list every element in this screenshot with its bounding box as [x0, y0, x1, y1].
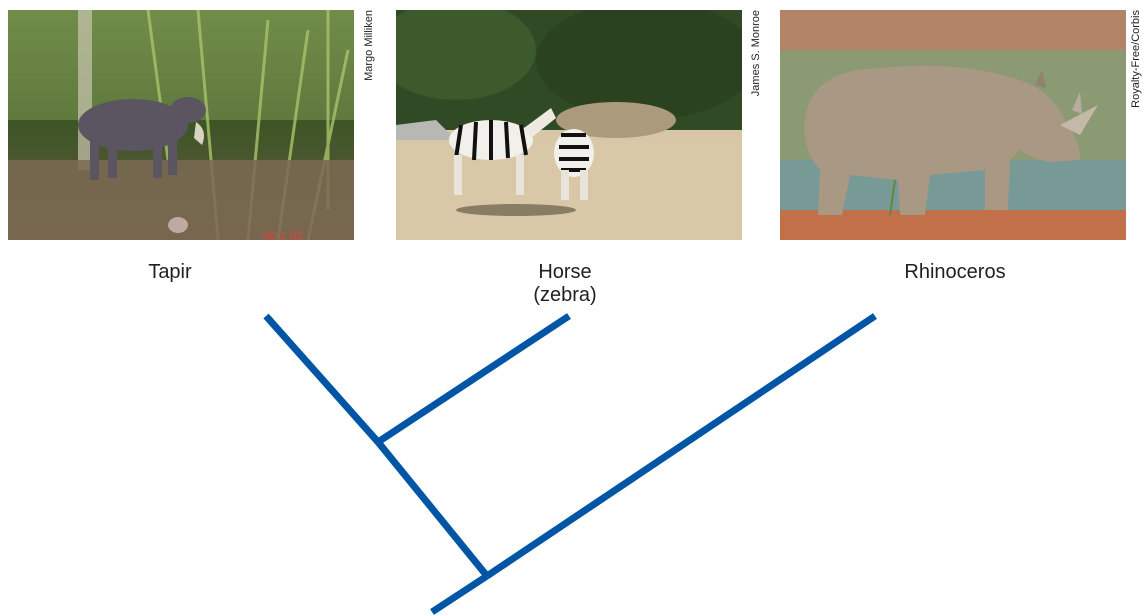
taxon-name: Rhinoceros [904, 261, 1006, 283]
branch-rhinoceros [485, 313, 877, 579]
svg-text:00 1 02: 00 1 02 [263, 229, 303, 240]
branch-root [430, 573, 489, 615]
branch-horse [376, 313, 571, 445]
tapir-photo: 00 1 02 [8, 10, 354, 240]
taxon-name: Horse [538, 261, 592, 283]
zebra-photo [396, 10, 742, 240]
branch-tapir [263, 313, 381, 445]
taxon-label-rhinoceros: Rhinoceros [885, 261, 1025, 284]
taxon-name: Tapir [148, 261, 192, 283]
taxon-label-tapir: Tapir [110, 261, 230, 284]
taxon-label-horse: Horse (zebra) [505, 261, 625, 307]
branch-tapir-horse-stem [375, 439, 490, 579]
rhinoceros-photo [780, 10, 1126, 240]
taxon-subname: (zebra) [533, 284, 597, 306]
